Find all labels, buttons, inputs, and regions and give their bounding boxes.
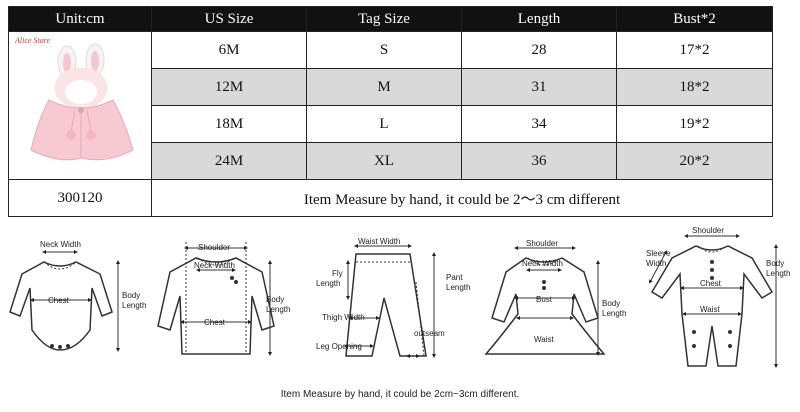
cell-length: 31 [461, 68, 617, 106]
table-header-row: Unit:cm US Size Tag Size Length Bust*2 [8, 6, 773, 32]
cell-bust: 20*2 [616, 142, 773, 180]
cell-us-size: 24M [151, 142, 307, 180]
pants-outseam-label: outseam [414, 329, 445, 338]
item-code: 300120 [8, 179, 152, 217]
cell-bust: 18*2 [616, 68, 773, 106]
dress-waist-label: Waist [534, 335, 554, 344]
cell-tag-size: L [306, 105, 462, 143]
header-bust: Bust*2 [616, 6, 773, 32]
cell-tag-size: XL [306, 142, 462, 180]
header-us-size: US Size [151, 6, 307, 32]
pants-fly-length-label: Length [316, 279, 340, 288]
product-photo: Alice Store [9, 32, 151, 172]
brand-watermark: Alice Store [15, 36, 51, 45]
shirt-diagram [157, 242, 275, 356]
dress-length-label: Length [602, 309, 626, 318]
dress-bust-label: Bust [536, 295, 553, 304]
dress-body-label: Body [602, 299, 620, 308]
pants-diagram [344, 244, 436, 358]
bodysuit-diagram [9, 250, 120, 352]
table-footer-row: 300120 Item Measure by hand, it could be… [8, 179, 773, 217]
shirt-shoulder-label: Shoulder [198, 243, 230, 252]
cell-length: 36 [461, 142, 617, 180]
cell-us-size: 12M [151, 68, 307, 106]
shirt-chest-label: Chest [204, 318, 226, 327]
romper-body-label: Body [766, 259, 784, 268]
table-row: Alice Store [8, 31, 773, 180]
romper-waist-label: Waist [700, 305, 720, 314]
table-row: 24M XL 36 20*2 [9, 142, 773, 180]
header-tag-size: Tag Size [306, 6, 462, 32]
cell-tag-size: S [306, 31, 462, 69]
bodysuit-chest-label: Chest [48, 296, 70, 305]
dress-diagram [484, 246, 606, 356]
romper-sleeve-label: Sleeve [646, 249, 671, 258]
pants-fly-label: Fly [332, 269, 343, 278]
pants-thigh-label: Thigh Width [322, 313, 365, 322]
romper-shoulder-label: Shoulder [692, 226, 724, 235]
cell-bust: 19*2 [616, 105, 773, 143]
romper-width-label: Width [646, 259, 666, 268]
pants-pant-label: Pant [446, 273, 463, 282]
romper-chest-label: Chest [700, 279, 722, 288]
romper-length-label: Length [766, 269, 790, 278]
measurement-diagrams: Neck Width Chest Body Length Shoulder Ne… [9, 226, 790, 368]
pants-waist-label: Waist Width [358, 237, 400, 246]
cell-us-size: 6M [151, 31, 307, 69]
cell-length: 34 [461, 105, 617, 143]
bodysuit-length-label: Length [122, 301, 146, 310]
shirt-body-label: Body [266, 295, 284, 304]
size-chart-table: Unit:cm US Size Tag Size Length Bust*2 A… [8, 6, 773, 217]
cell-length: 28 [461, 31, 617, 69]
cell-us-size: 18M [151, 105, 307, 143]
bodysuit-body-label: Body [122, 291, 140, 300]
pink-cape-image [30, 43, 134, 161]
dress-neck-label: Neck Width [522, 259, 563, 268]
product-photo-cell: Alice Store [8, 31, 152, 180]
pants-length-label: Length [446, 283, 470, 292]
dress-shoulder-label: Shoulder [526, 239, 558, 248]
cell-bust: 17*2 [616, 31, 773, 69]
shirt-neck-label: Neck Width [194, 261, 235, 270]
measure-note: Item Measure by hand, it could be 2～3 cm… [151, 179, 773, 217]
romper-diagram [649, 234, 778, 368]
pants-leg-opening-label: Leg Opening [316, 342, 362, 351]
shirt-length-label: Length [266, 305, 290, 314]
bodysuit-neck-label: Neck Width [40, 240, 81, 249]
header-unit: Unit:cm [8, 6, 152, 32]
bottom-measure-note: Item Measure by hand, it could be 2cm~3c… [280, 389, 520, 400]
cell-tag-size: M [306, 68, 462, 106]
header-length: Length [461, 6, 617, 32]
table-row: 12M M 31 18*2 [9, 68, 773, 106]
